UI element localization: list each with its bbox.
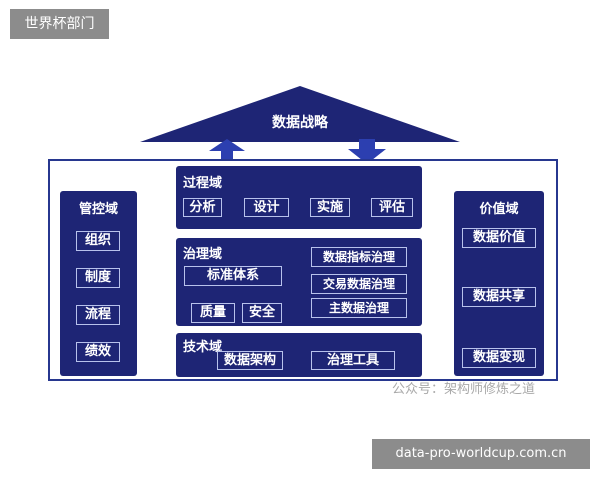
step-evaluate: 评估 (371, 198, 413, 217)
process-domain-panel (176, 166, 422, 229)
security-box: 安全 (242, 303, 282, 323)
value-domain-title: 价值域 (479, 202, 519, 217)
data-architecture-box: 数据架构 (217, 351, 283, 370)
control-item-performance: 绩效 (76, 342, 120, 362)
watermark-text: 公众号：架构师修炼之道 (392, 382, 536, 397)
step-design: 设计 (244, 198, 289, 217)
control-item-process: 流程 (76, 305, 120, 325)
strategy-roof (140, 86, 460, 142)
target-metric-governance: 数据指标治理 (311, 247, 407, 267)
governance-tools-box: 治理工具 (311, 351, 395, 370)
value-item-data-monetization: 数据变现 (462, 348, 536, 368)
down-arrow (348, 139, 386, 164)
target-master-data-governance: 主数据治理 (311, 298, 407, 318)
value-item-data-value: 数据价值 (462, 228, 536, 248)
strategy-label: 数据战略 (272, 115, 328, 131)
value-domain-panel (454, 191, 544, 376)
up-arrow (209, 139, 245, 162)
control-item-org: 组织 (76, 231, 120, 251)
quality-box: 质量 (191, 303, 235, 323)
step-implement: 实施 (310, 198, 350, 217)
value-item-data-sharing: 数据共享 (462, 287, 536, 307)
process-domain-title: 过程域 (183, 176, 223, 191)
control-item-policy: 制度 (76, 268, 120, 288)
control-domain-title: 管控域 (78, 202, 118, 217)
step-analysis: 分析 (183, 198, 222, 217)
governance-domain-title: 治理域 (183, 247, 223, 262)
target-transaction-governance: 交易数据治理 (311, 274, 407, 294)
source-badge: 世界杯部门 (10, 9, 109, 39)
standard-system-box: 标准体系 (184, 266, 282, 286)
footer-url-badge: data-pro-worldcup.com.cn (372, 439, 590, 469)
tech-domain-title: 技术域 (183, 340, 223, 355)
